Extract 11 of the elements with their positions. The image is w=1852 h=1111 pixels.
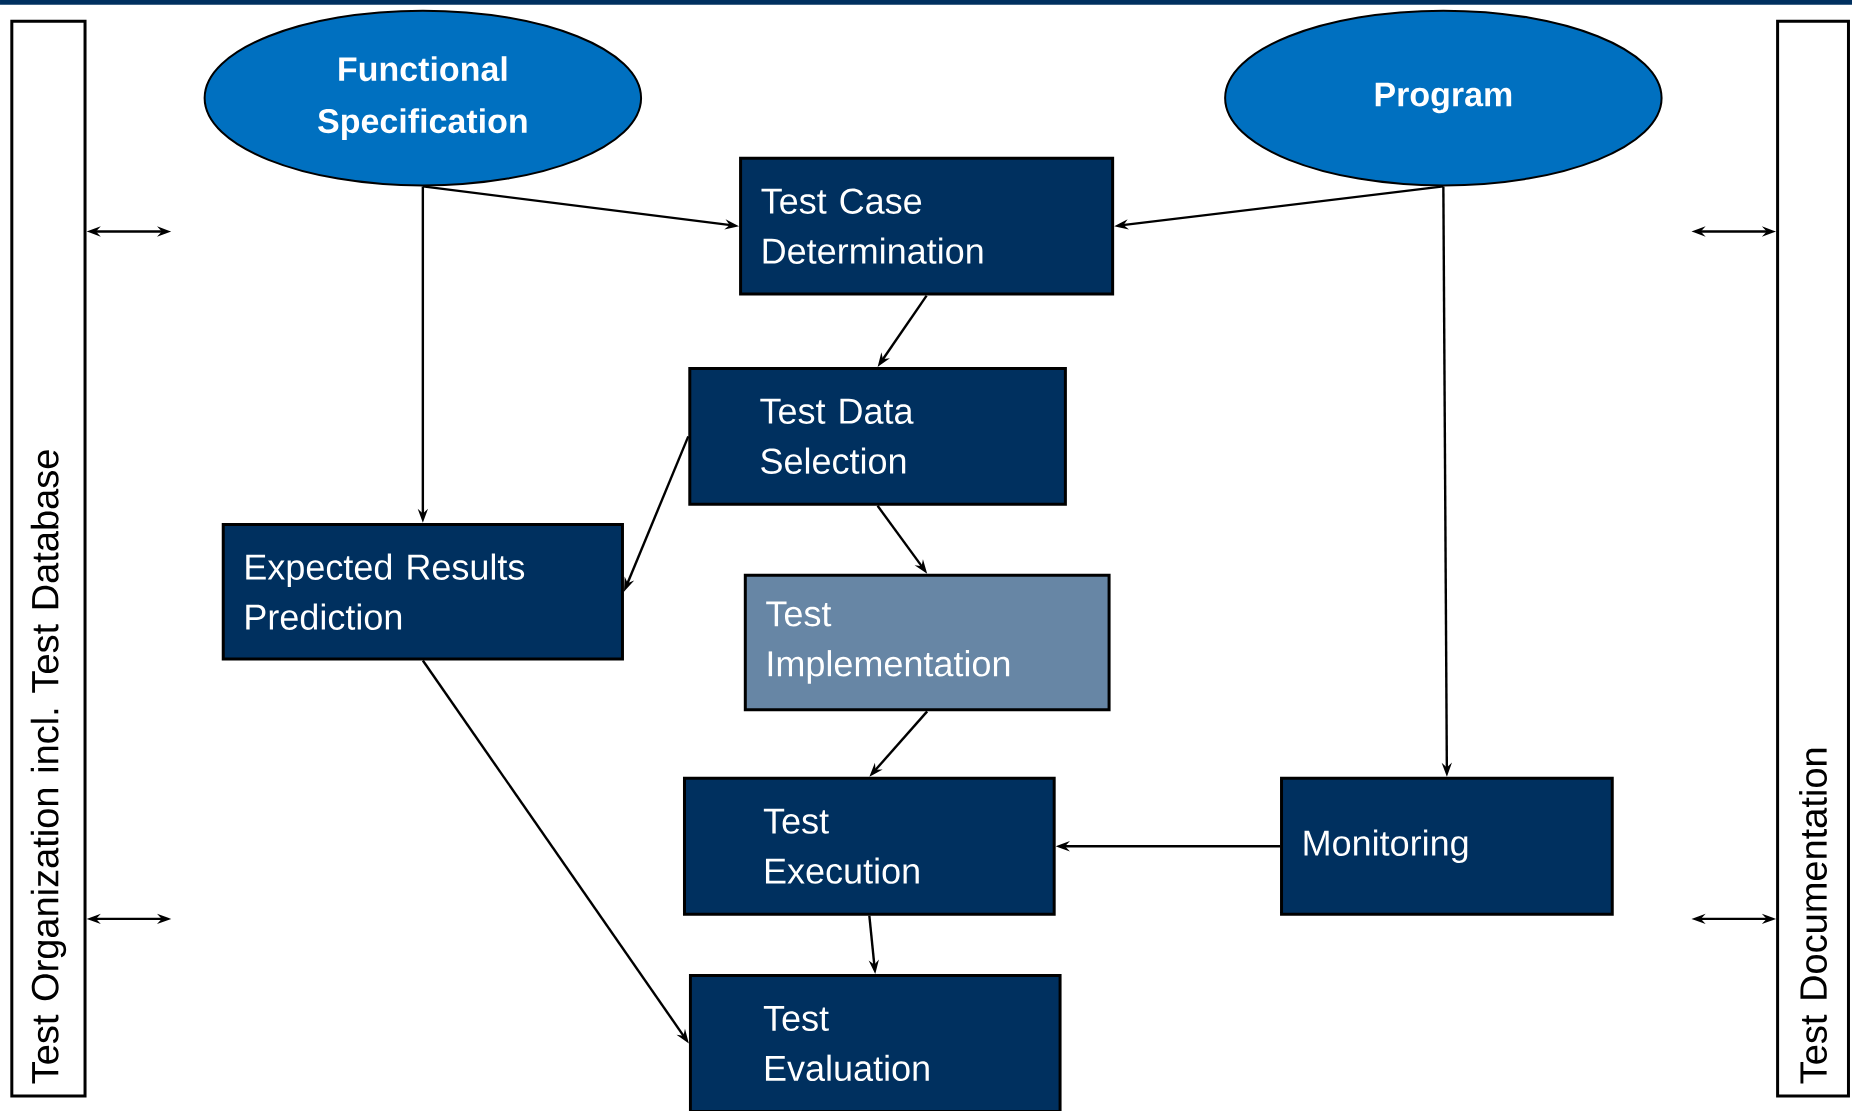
process-box: Test Evaluation [688, 973, 1062, 1111]
side-bar: Test Organization incl. Test Database [10, 19, 87, 1098]
process-box: Test Implementation [743, 573, 1111, 712]
process-box: Test Case Determination [739, 156, 1115, 296]
process-box: Test Data Selection [688, 366, 1067, 506]
process-box: Monitoring [1280, 776, 1614, 916]
side-bar: Test Documentation [1776, 19, 1850, 1098]
ellipse-node: Program [1224, 9, 1663, 187]
process-box: Test Execution [683, 776, 1056, 916]
ellipse-node: Functional Specification [203, 9, 643, 187]
process-box: Expected Results Prediction [221, 522, 624, 661]
